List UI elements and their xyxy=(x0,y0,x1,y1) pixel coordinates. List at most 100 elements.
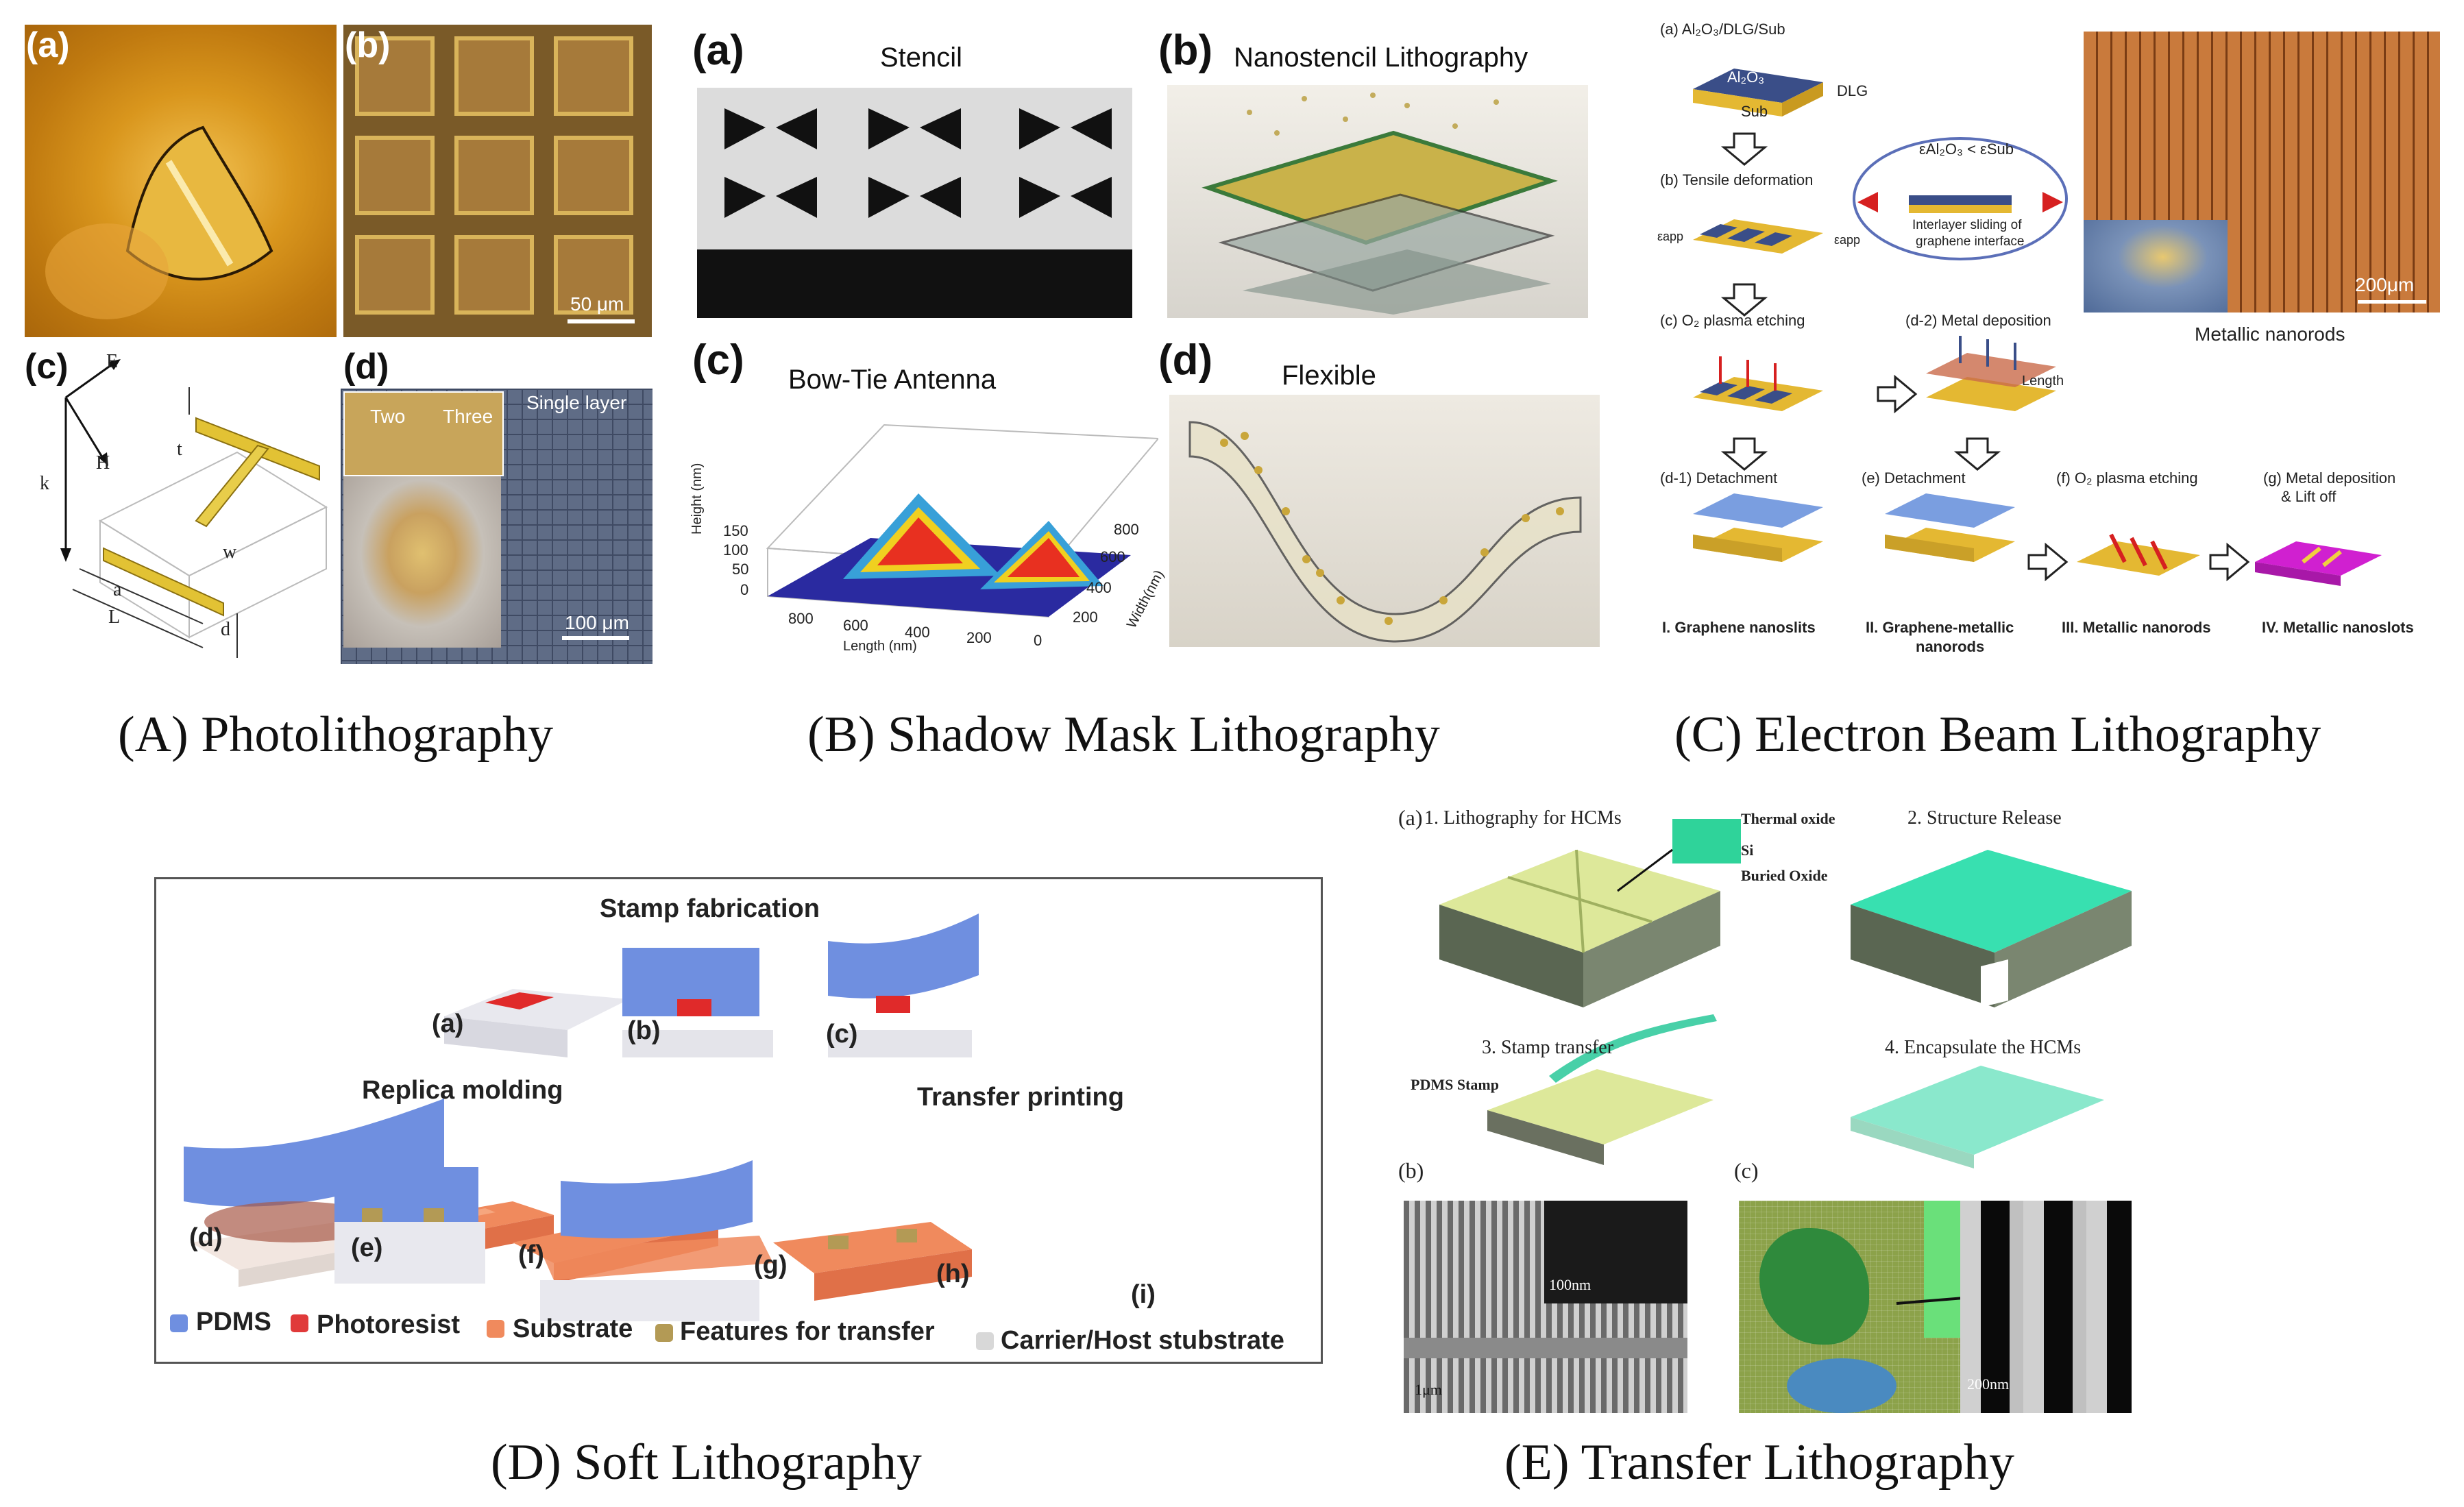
mesh-grid xyxy=(355,36,633,315)
diag-label-d: d xyxy=(221,619,230,640)
ebeam-step-d1: (d-1) Detachment xyxy=(1660,469,1778,487)
plot-ytick-1: 600 xyxy=(1100,548,1125,565)
transfer-scale-b1: 100nm xyxy=(1549,1276,1591,1293)
label-b-c: (c) xyxy=(692,336,744,384)
plot-xtick-0: 800 xyxy=(788,610,814,627)
caption-b: (B) Shadow Mask Lithography xyxy=(807,707,1440,763)
transfer-thermal: Thermal oxide xyxy=(1741,810,1835,827)
diag-label-t: t xyxy=(177,439,182,460)
soft-step-c: (c) xyxy=(826,1020,858,1049)
ebeam-eps-right: εapp xyxy=(1834,233,1861,247)
nanostencil-layers xyxy=(1201,93,1558,315)
photo-microscope-stripes xyxy=(1739,1201,1981,1413)
plot-ytick-0: 800 xyxy=(1114,521,1139,538)
caption-e: (E) Transfer Lithography xyxy=(1504,1434,2014,1491)
film-sketch xyxy=(45,125,273,319)
plot-ytick-3: 200 xyxy=(1073,609,1098,626)
soft-step-i: (i) xyxy=(1131,1280,1156,1309)
blue-blob xyxy=(1787,1358,1896,1413)
ebeam-result-2a: II. Graphene-metallic xyxy=(1866,619,2014,636)
legend-swatch-features xyxy=(655,1324,673,1342)
plot-zlabel: Height (nm) xyxy=(690,463,705,535)
plot-ztick-0: 150 xyxy=(723,522,748,539)
inset-label-two: Two xyxy=(370,406,406,427)
soft-step-e: (e) xyxy=(351,1234,383,1262)
ebeam-step-a: (a) Al₂O₃/DLG/Sub xyxy=(1660,21,1785,38)
green-blob xyxy=(1759,1228,1869,1345)
plot-xtick-2: 400 xyxy=(905,624,930,641)
transfer-b: (b) xyxy=(1398,1158,1424,1183)
soft-step-h: (h) xyxy=(936,1260,970,1288)
plot-xtick-1: 600 xyxy=(843,617,868,634)
scale-text-a-b: 50 μm xyxy=(570,293,624,315)
plot-ztick-3: 0 xyxy=(740,581,749,598)
soft-litho-diagram xyxy=(184,914,979,1321)
bowtie-3d-plot xyxy=(766,424,1158,618)
diag-label-a: a xyxy=(113,579,122,600)
transfer-scale-b2: 1μm xyxy=(1415,1381,1442,1398)
diag-label-k: k xyxy=(40,473,49,494)
photo-a-flexible-film xyxy=(25,25,337,337)
ebeam-eps-left: εapp xyxy=(1657,230,1684,243)
scale-text-c: 200μm xyxy=(2355,274,2415,295)
photo-stencil xyxy=(697,88,1132,318)
soft-title-transfer: Transfer printing xyxy=(917,1083,1124,1112)
legend-photoresist: Photoresist xyxy=(317,1310,461,1339)
legend-substrate: Substrate xyxy=(513,1314,633,1343)
ebeam-step-c: (c) O₂ plasma etching xyxy=(1660,312,1805,329)
scale-text-a-d: 100 μm xyxy=(565,612,629,633)
ebeam-bubble-note2: graphene interface xyxy=(1916,234,2025,249)
ebeam-process-diagram xyxy=(1693,69,2382,586)
title-b-c: Bow-Tie Antenna xyxy=(788,365,997,395)
ebeam-step-g2: & Lift off xyxy=(2281,488,2337,505)
label-a-c: (c) xyxy=(25,347,69,387)
scale-bar-a-b xyxy=(568,319,635,323)
inset-two-three xyxy=(343,391,504,476)
transfer-a: (a) xyxy=(1398,805,1423,830)
transfer-s2: 2. Structure Release xyxy=(1907,807,2062,829)
ebeam-step-b: (b) Tensile deformation xyxy=(1660,171,1814,188)
sem-inset xyxy=(1544,1201,1687,1303)
metamaterial-unit-diagram xyxy=(60,359,328,658)
photo-caption-c: Metallic nanorods xyxy=(2195,323,2345,345)
legend-pdms: PDMS xyxy=(196,1308,271,1336)
ebeam-result-3: III. Metallic nanorods xyxy=(2062,619,2211,636)
soft-step-b: (b) xyxy=(627,1016,661,1045)
soft-step-f: (f) xyxy=(518,1240,544,1269)
soft-litho-frame xyxy=(154,877,1323,1364)
transfer-litho-diagram xyxy=(1439,819,2132,1168)
title-b-d: Flexible xyxy=(1282,360,1376,391)
diag-label-L: L xyxy=(108,607,121,628)
transfer-c: (c) xyxy=(1734,1158,1759,1183)
pointer-arrow-icon xyxy=(1896,1295,1981,1305)
transfer-s4: 4. Encapsulate the HCMs xyxy=(1885,1037,2082,1058)
ebeam-result-2b: nanorods xyxy=(1916,638,1985,655)
diag-label-w: w xyxy=(223,541,237,563)
plot-ytick-2: 400 xyxy=(1086,579,1112,596)
plot-ztick-2: 50 xyxy=(732,561,749,578)
legend-features: Features for transfer xyxy=(680,1317,935,1346)
stencil-triangles xyxy=(724,108,1112,218)
ebeam-bubble-note1: Interlayer sliding of xyxy=(1912,218,2022,232)
title-b-b: Nanostencil Lithography xyxy=(1234,42,1528,73)
soft-title-replica: Replica molding xyxy=(362,1076,563,1105)
soft-step-g: (g) xyxy=(754,1251,788,1279)
ebeam-step-g1: (g) Metal deposition xyxy=(2263,469,2396,487)
transfer-s1: 1. Lithography for HCMs xyxy=(1424,807,1622,829)
label-b-d: (d) xyxy=(1158,336,1213,384)
sem-cross-junction xyxy=(1404,1338,1687,1358)
photo-d-grid-sample xyxy=(341,389,652,664)
transfer-pdms: PDMS Stamp xyxy=(1411,1076,1499,1093)
transfer-s3: 3. Stamp transfer xyxy=(1482,1037,1614,1058)
ebeam-result-1: I. Graphene nanoslits xyxy=(1662,619,1816,636)
legend-swatch-photoresist xyxy=(291,1314,308,1332)
label-a-d: (d) xyxy=(343,347,389,387)
inset-label-three: Three xyxy=(443,406,493,427)
label-b-b: (b) xyxy=(1158,27,1213,74)
transfer-si: Si xyxy=(1741,842,1754,859)
caption-c: (C) Electron Beam Lithography xyxy=(1674,707,2321,763)
ebeam-step-f: (f) O₂ plasma etching xyxy=(2056,469,2198,487)
soft-step-a: (a) xyxy=(432,1009,464,1038)
transfer-buried: Buried Oxide xyxy=(1741,867,1828,884)
ebeam-result-4: IV. Metallic nanoslots xyxy=(2262,619,2414,636)
